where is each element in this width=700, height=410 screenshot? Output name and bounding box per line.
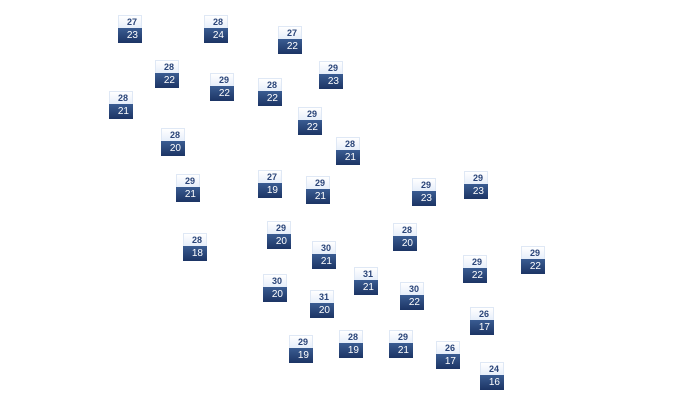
high-temperature: 30 [312, 241, 336, 254]
high-temperature: 29 [521, 246, 545, 259]
high-temperature: 29 [389, 330, 413, 343]
high-temperature: 29 [267, 221, 291, 234]
low-temperature: 21 [176, 187, 200, 202]
low-temperature: 23 [319, 74, 343, 89]
high-temperature: 28 [155, 60, 179, 73]
low-temperature: 20 [267, 234, 291, 249]
high-temperature: 28 [183, 233, 207, 246]
high-temperature: 27 [278, 26, 302, 39]
high-temperature: 29 [319, 61, 343, 74]
high-temperature: 31 [354, 267, 378, 280]
low-temperature: 20 [161, 141, 185, 156]
low-temperature: 22 [258, 91, 282, 106]
low-temperature: 19 [289, 348, 313, 363]
low-temperature: 21 [109, 104, 133, 119]
high-temperature: 27 [258, 170, 282, 183]
low-temperature: 21 [336, 150, 360, 165]
low-temperature: 23 [118, 28, 142, 43]
high-temperature: 30 [263, 274, 287, 287]
high-temperature: 29 [289, 335, 313, 348]
high-temperature: 29 [306, 176, 330, 189]
high-temperature: 29 [463, 255, 487, 268]
high-temperature: 28 [258, 78, 282, 91]
high-temperature: 26 [436, 341, 460, 354]
low-temperature: 22 [298, 120, 322, 135]
low-temperature: 20 [393, 236, 417, 251]
high-temperature: 29 [176, 174, 200, 187]
high-temperature: 24 [480, 362, 504, 375]
low-temperature: 22 [400, 295, 424, 310]
low-temperature: 21 [312, 254, 336, 269]
high-temperature: 29 [210, 73, 234, 86]
high-temperature: 28 [204, 15, 228, 28]
low-temperature: 17 [470, 320, 494, 335]
low-temperature: 19 [339, 343, 363, 358]
low-temperature: 23 [464, 184, 488, 199]
low-temperature: 20 [310, 303, 334, 318]
low-temperature: 16 [480, 375, 504, 390]
low-temperature: 17 [436, 354, 460, 369]
low-temperature: 21 [306, 189, 330, 204]
low-temperature: 18 [183, 246, 207, 261]
high-temperature: 29 [298, 107, 322, 120]
high-temperature: 28 [109, 91, 133, 104]
high-temperature: 26 [470, 307, 494, 320]
high-temperature: 28 [336, 137, 360, 150]
high-temperature: 29 [464, 171, 488, 184]
high-temperature: 29 [412, 178, 436, 191]
high-temperature: 30 [400, 282, 424, 295]
low-temperature: 20 [263, 287, 287, 302]
high-temperature: 28 [161, 128, 185, 141]
high-temperature: 28 [393, 223, 417, 236]
high-temperature: 31 [310, 290, 334, 303]
low-temperature: 23 [412, 191, 436, 206]
low-temperature: 24 [204, 28, 228, 43]
low-temperature: 22 [155, 73, 179, 88]
low-temperature: 22 [278, 39, 302, 54]
low-temperature: 22 [210, 86, 234, 101]
high-temperature: 27 [118, 15, 142, 28]
low-temperature: 21 [389, 343, 413, 358]
low-temperature: 22 [521, 259, 545, 274]
low-temperature: 19 [258, 183, 282, 198]
low-temperature: 21 [354, 280, 378, 295]
high-temperature: 28 [339, 330, 363, 343]
low-temperature: 22 [463, 268, 487, 283]
